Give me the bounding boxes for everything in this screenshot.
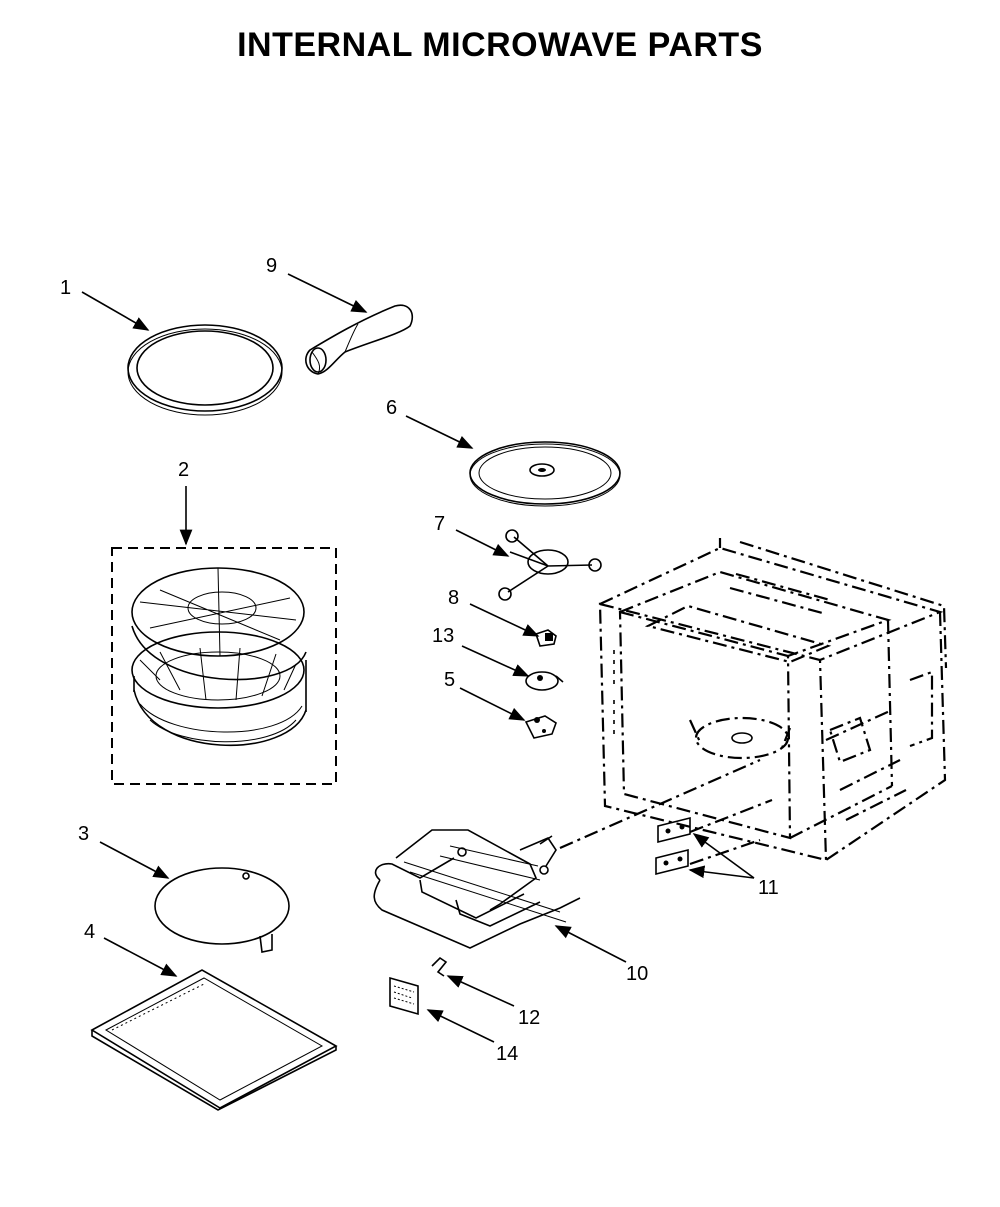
part-5-switch	[524, 715, 557, 739]
callout-11: 11	[758, 877, 779, 899]
alignment-lines	[559, 758, 773, 866]
part-13-motor	[525, 671, 564, 691]
callout-6: 6	[386, 397, 397, 419]
callout-5: 5	[444, 669, 455, 691]
leader-arrows	[81, 273, 755, 1043]
callout-13: 13	[432, 625, 454, 647]
callout-2: 2	[178, 459, 189, 481]
callout-7: 7	[434, 513, 445, 535]
oven-cavity	[598, 538, 948, 862]
callout-3: 3	[78, 823, 89, 845]
part-14-label	[389, 976, 419, 1016]
callout-1: 1	[60, 277, 71, 299]
callout-14: 14	[496, 1043, 518, 1065]
part-9-handle	[305, 304, 414, 375]
part-6-turntable-tray	[469, 441, 621, 507]
callout-12: 12	[518, 1007, 540, 1029]
part-labels: 1 2 3 4 5 6 7 8 9 10 11 12 13 14	[60, 255, 779, 1065]
part-12-clip	[431, 956, 448, 977]
part-3-grill-rack	[154, 867, 290, 953]
page-title: INTERNAL MICROWAVE PARTS	[237, 26, 763, 64]
part-11-brackets	[655, 816, 691, 876]
callout-10: 10	[626, 963, 648, 985]
callout-8: 8	[448, 587, 459, 609]
part-8-coupler	[534, 629, 557, 647]
callout-9: 9	[266, 255, 277, 277]
callout-4: 4	[84, 921, 95, 943]
part-2-steamer-set	[111, 547, 337, 785]
part-1-crisper-pan	[127, 324, 283, 416]
part-7-roller-support	[498, 529, 602, 601]
part-4-baking-tray	[90, 969, 338, 1111]
part-10-heating-element	[373, 829, 581, 949]
